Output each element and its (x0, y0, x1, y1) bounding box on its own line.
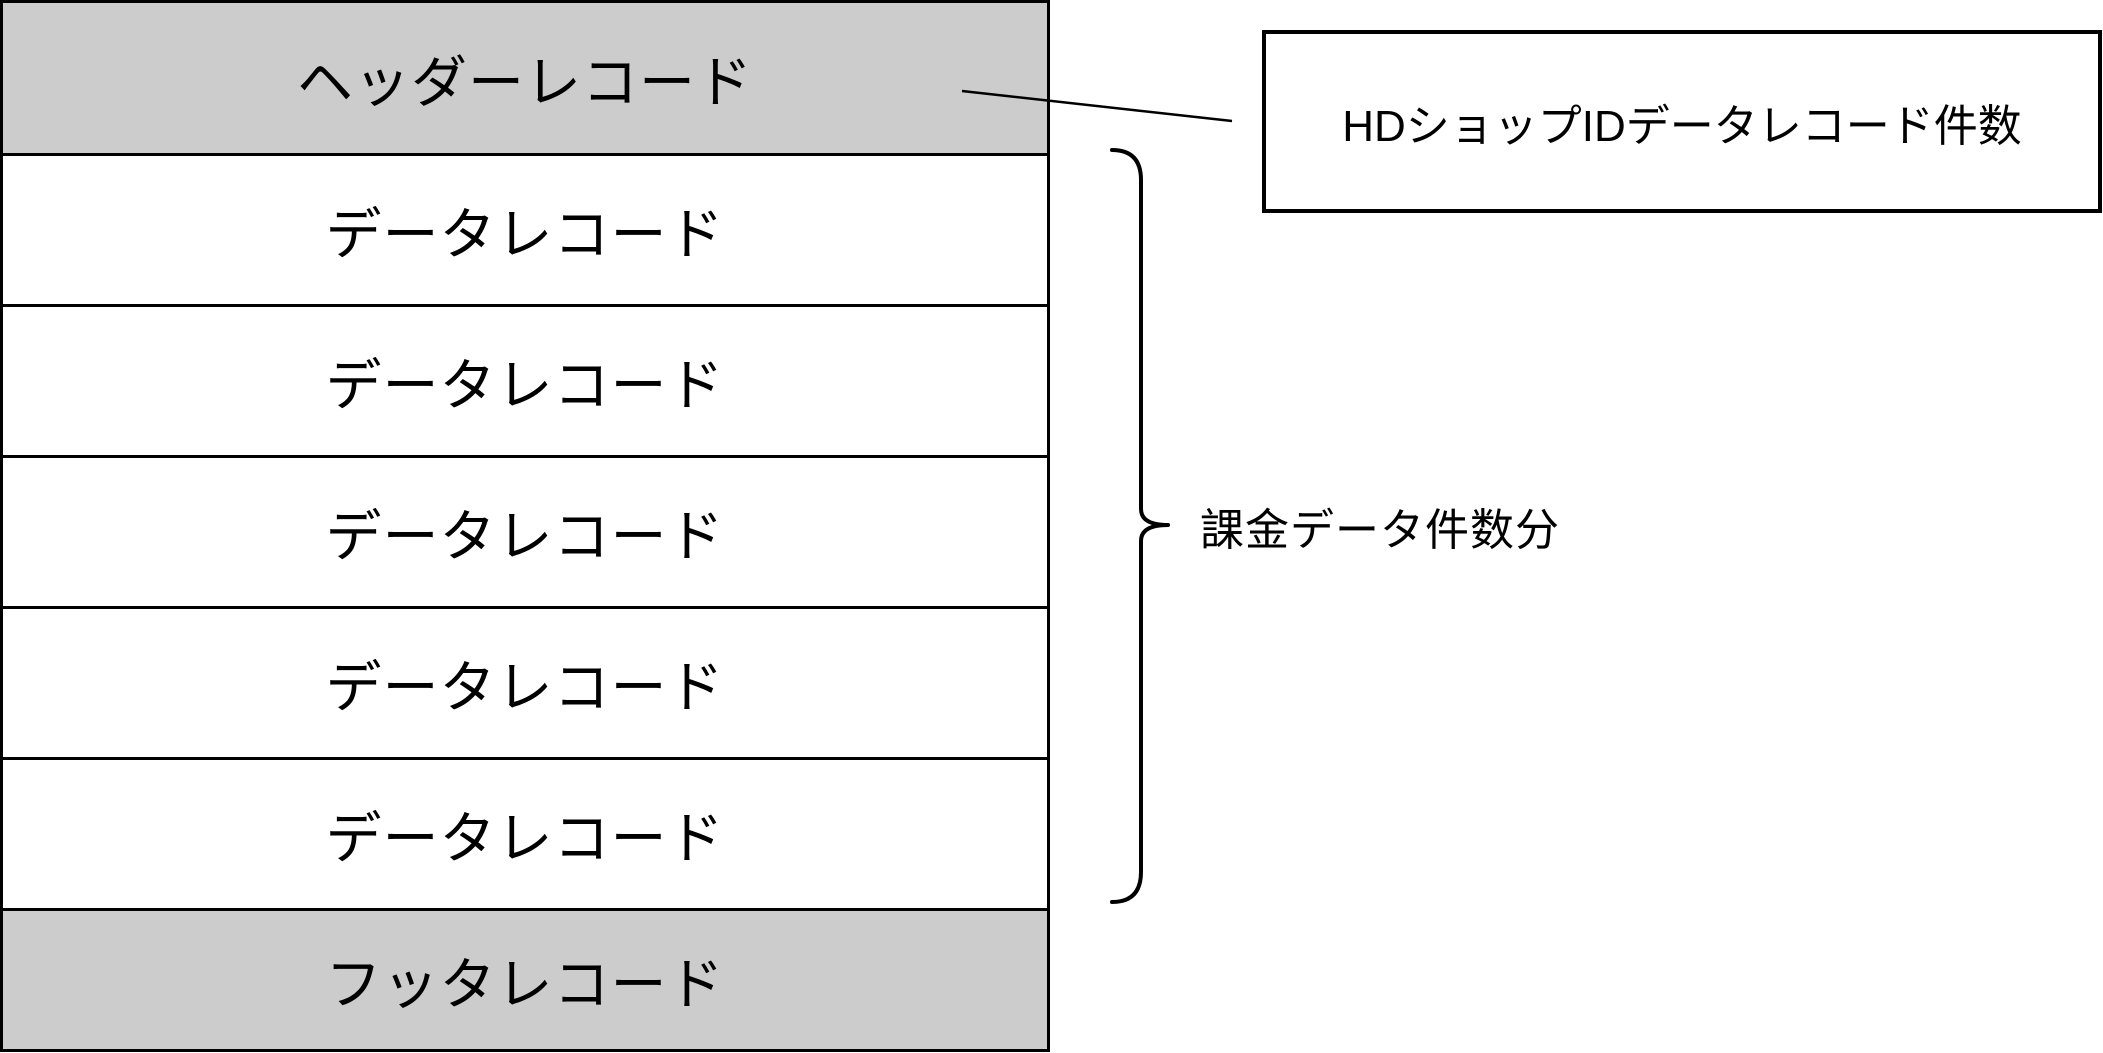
data-record-label: データレコード (325, 655, 725, 719)
footer-record-label: フッタレコード (325, 952, 725, 1016)
callout-box: HDショップIDデータレコード件数 (1262, 30, 2102, 213)
data-record-row: データレコード (3, 606, 1047, 757)
data-record-label: データレコード (325, 806, 725, 870)
footer-record-row: フッタレコード (3, 908, 1047, 1049)
data-record-label: データレコード (325, 504, 725, 568)
data-record-label: データレコード (325, 353, 725, 417)
curly-brace (1110, 148, 1170, 904)
data-record-label: データレコード (325, 202, 725, 266)
data-record-row: データレコード (3, 757, 1047, 908)
data-record-row: データレコード (3, 304, 1047, 455)
data-record-row: データレコード (3, 153, 1047, 304)
brace-label: 課金データ件数分 (1200, 506, 1560, 555)
data-record-row: データレコード (3, 455, 1047, 606)
header-record-label: ヘッダーレコード (297, 50, 753, 114)
record-table: ヘッダーレコード データレコード データレコード データレコード データレコード… (0, 0, 1050, 1052)
callout-label: HDショップIDデータレコード件数 (1342, 101, 2022, 151)
header-record-row: ヘッダーレコード (3, 3, 1047, 153)
